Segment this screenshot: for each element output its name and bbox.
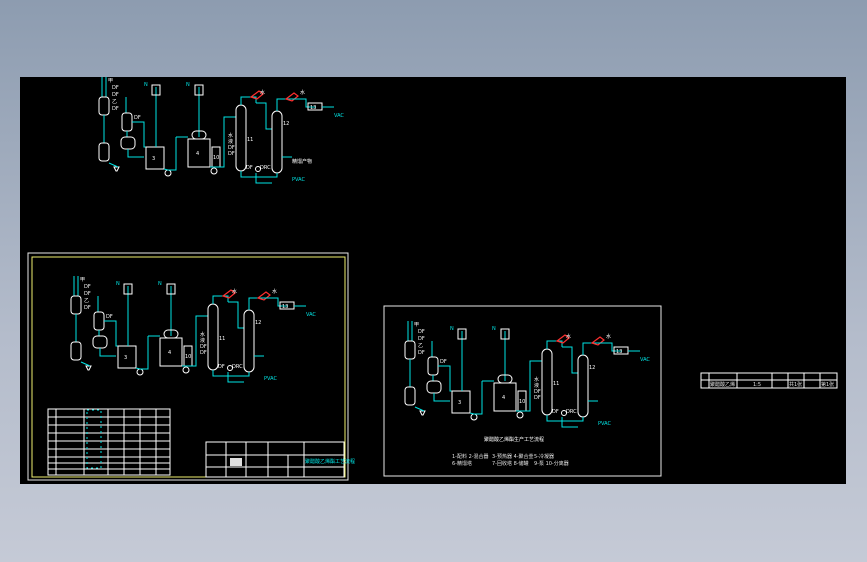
sheet-left[interactable]: VAC PVAC	[27, 252, 355, 481]
cad-drawing: 甲 DF DF 乙 DF DF N 3	[27, 77, 838, 481]
vac-label: VAC	[334, 113, 344, 119]
sheet-right[interactable]: VAC PVAC 聚醋酸乙烯酯生产工艺流程 1-配料 2-混合器 3-预热器 4…	[383, 305, 662, 477]
product-label: 精馏产物	[292, 158, 312, 165]
title-strip-cell: 聚醋酸乙烯	[710, 381, 735, 388]
pvac-label: PVAC	[292, 177, 305, 183]
legend-item: 3-预热器 4-聚合釜	[492, 453, 534, 460]
cad-viewport[interactable]: 甲 DF DF 乙 DF DF N 3	[20, 77, 846, 484]
title-block-text: 聚醋酸乙烯酯工艺流程	[305, 458, 355, 465]
legend-item: 9-泵 10-分离器	[534, 460, 569, 467]
title-strip-cell: 1:5	[753, 382, 761, 388]
legend-item: 6-精馏塔	[452, 460, 472, 467]
legend: 1-配料 2-混合器 3-预热器 4-聚合釜 5-冷凝器 6-精馏塔 7-回收塔…	[452, 453, 569, 467]
vac-label: VAC	[640, 357, 650, 363]
title-strip[interactable]: 聚醋酸乙烯 1:5 共1张 第1张	[700, 372, 838, 389]
title-strip-cell: 共1张	[789, 381, 802, 388]
flowsheet-left: VAC PVAC	[70, 275, 316, 383]
parts-list-table	[47, 408, 171, 476]
title-strip-cell: 第1张	[821, 381, 834, 388]
pvac-label: PVAC	[264, 376, 277, 382]
legend-item: 5-冷凝器	[534, 453, 554, 460]
vac-label: VAC	[306, 312, 316, 318]
title-block-left: 聚醋酸乙烯酯工艺流程	[205, 441, 355, 478]
flowsheet-top[interactable]: VAC PVAC 精馏产物	[98, 77, 344, 184]
legend-item: 1-配料 2-混合器	[452, 453, 489, 460]
flowsheet-right: VAC PVAC	[404, 320, 650, 428]
diagram-caption: 聚醋酸乙烯酯生产工艺流程	[484, 436, 544, 443]
pvac-label: PVAC	[598, 421, 611, 427]
legend-item: 7-回收塔 8-储罐	[492, 460, 529, 467]
